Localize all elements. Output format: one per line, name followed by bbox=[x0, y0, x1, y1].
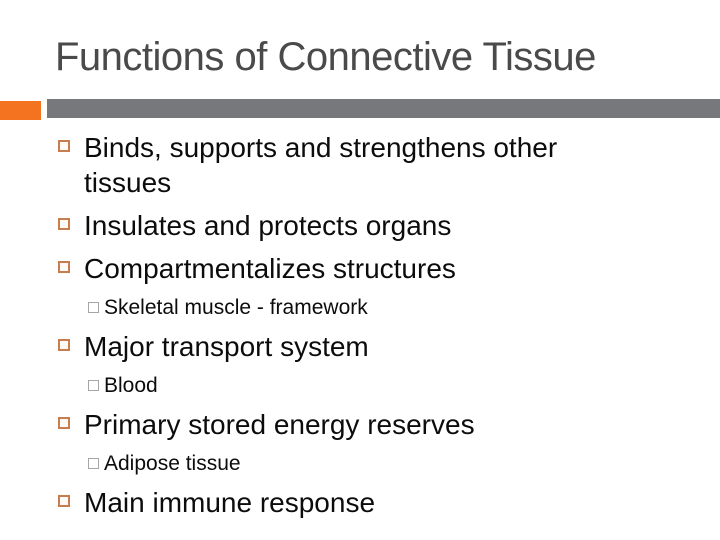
list-item-text: Primary stored energy reserves bbox=[84, 409, 475, 440]
slide-title: Functions of Connective Tissue bbox=[55, 35, 596, 79]
bullet-square-icon bbox=[58, 218, 70, 230]
list-item: Compartmentalizes structures bbox=[55, 251, 647, 286]
sub-list-item: Skeletal muscle - framework bbox=[55, 294, 647, 321]
list-item-text: Main immune response bbox=[84, 487, 376, 518]
bullet-square-icon bbox=[58, 140, 70, 152]
bullet-square-icon bbox=[58, 495, 70, 507]
sub-bullet-square-icon bbox=[88, 458, 99, 469]
list-item: Insulates and protects organs bbox=[55, 208, 647, 243]
sub-list-item-text: Blood bbox=[104, 374, 158, 397]
sub-list-item: Adipose tissue bbox=[55, 450, 647, 477]
sub-bullet-square-icon bbox=[88, 302, 99, 313]
list-item: Main immune response bbox=[55, 485, 647, 520]
list-item: Major transport system bbox=[55, 329, 647, 364]
list-item: Primary stored energy reserves bbox=[55, 407, 647, 442]
list-item-text: Binds, supports and strengthens other ti… bbox=[84, 132, 558, 198]
sub-list-item-text: Skeletal muscle - framework bbox=[104, 296, 368, 319]
sub-list-item-text: Adipose tissue bbox=[104, 452, 241, 475]
bullet-square-icon bbox=[58, 261, 70, 273]
accent-bar-orange bbox=[0, 101, 41, 120]
sub-bullet-square-icon bbox=[88, 380, 99, 391]
bullet-square-icon bbox=[58, 339, 70, 351]
list-item-text: Major transport system bbox=[84, 331, 369, 362]
accent-bar-gray bbox=[47, 99, 720, 118]
list-item-text: Insulates and protects organs bbox=[84, 210, 452, 241]
list-item: Binds, supports and strengthens other ti… bbox=[55, 130, 647, 200]
sub-list-item: Blood bbox=[55, 372, 647, 399]
bullet-list: Binds, supports and strengthens other ti… bbox=[55, 130, 647, 528]
list-item-text: Compartmentalizes structures bbox=[84, 253, 456, 284]
bullet-square-icon bbox=[58, 417, 70, 429]
